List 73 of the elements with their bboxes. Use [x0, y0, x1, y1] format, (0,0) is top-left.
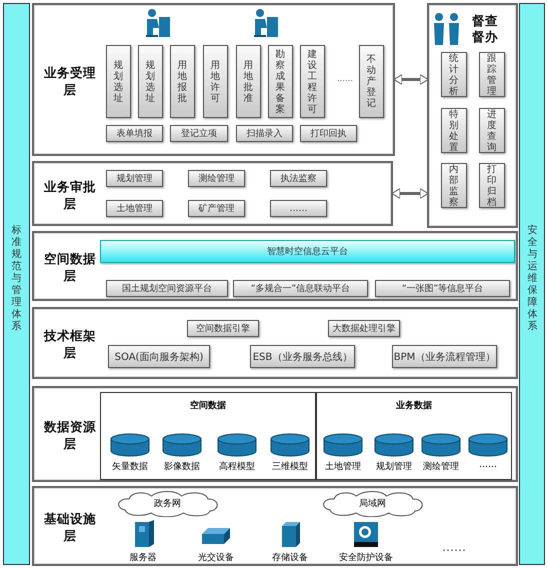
function-box: 矿产管理: [188, 200, 245, 217]
database-label: ……: [478, 460, 498, 470]
network-label: 政务网: [153, 498, 182, 510]
layer-panel: [32, 486, 518, 566]
database-label: 影像数据: [163, 460, 201, 473]
side-bar: [519, 3, 545, 565]
function-box: 规划选址: [138, 45, 163, 118]
layer-title: 数据资源层: [42, 419, 97, 453]
layer-title: 业务受理层: [43, 64, 97, 98]
function-box: SOA(面向服务架构): [108, 345, 210, 368]
double-arrow: [394, 74, 428, 85]
ellipsis-text: ……: [441, 540, 467, 554]
layer-title: 技术框架层: [42, 328, 97, 362]
device-label: 存储设备: [271, 552, 309, 564]
layer-title: 空间数据层: [43, 251, 97, 285]
function-box: 勘察成果备案: [268, 45, 293, 118]
side-bar: [3, 3, 30, 565]
function-box: 跟踪管理: [479, 52, 505, 97]
device-label: 服务器: [128, 552, 158, 564]
layer-title: 督查督办: [471, 13, 499, 45]
function-box: ……: [270, 200, 327, 217]
function-box: 进度查询: [479, 108, 505, 153]
function-box: 不动产登记: [359, 45, 384, 118]
database-label: 高程模型: [218, 460, 256, 473]
function-box: 打印回执: [300, 125, 357, 142]
function-box: BPM（业务流程管理）: [392, 345, 497, 368]
layer-panel: [32, 3, 395, 156]
platform-bar: 智慧时空信息云平台: [100, 240, 515, 263]
function-box: 测绘管理: [188, 170, 245, 187]
function-box: 统计分析: [441, 52, 467, 97]
function-box: 规划管理: [106, 170, 163, 187]
function-box: 表单填报: [106, 125, 163, 142]
function-box: 用地许可: [203, 45, 228, 118]
layer-title: 业务审批层: [43, 178, 97, 212]
device-label: 安全防护设备: [338, 552, 394, 564]
group-title: 业务数据: [395, 399, 433, 412]
database-label: 规划管理: [375, 460, 413, 473]
function-box: 规划选址: [106, 45, 131, 118]
group-title: 空间数据: [189, 399, 227, 412]
function-box: ESB（业务服务总线）: [250, 345, 355, 368]
data-group-box: [100, 392, 316, 480]
layer-panel: [32, 231, 518, 301]
side-bar-label: 标准规范与管理体系: [11, 225, 22, 333]
data-group-box: [316, 392, 512, 480]
network-label: 局域网: [358, 498, 387, 510]
function-box: 土地管理: [106, 200, 163, 217]
function-box: 执法监察: [270, 170, 327, 187]
function-box: 国土规划空间资源平台: [106, 280, 228, 297]
database-label: 测绘管理: [422, 460, 460, 473]
function-box: 大数据处理引擎: [328, 320, 400, 337]
ellipsis-text: ……: [336, 74, 354, 85]
database-label: 矢量数据: [111, 460, 149, 473]
function-box: 用地批准: [236, 45, 261, 118]
function-box: 登记立项: [170, 125, 228, 142]
function-box: 内部监察: [441, 163, 467, 208]
layer-panel: [32, 307, 518, 379]
function-box: 特别处置: [441, 108, 467, 153]
side-bar-label: 安全与运维保障体系: [527, 225, 538, 333]
device-label: 光交设备: [197, 552, 235, 564]
function-box: 建设工程许可: [300, 45, 325, 118]
function-box: 扫描录入: [236, 125, 293, 142]
layer-panel: [32, 161, 393, 226]
function-box: 用地报批: [170, 45, 195, 118]
double-arrow: [392, 188, 428, 199]
function-box: 空间数据引擎: [187, 320, 259, 337]
layer-panel: [32, 386, 518, 482]
database-label: 三维模型: [271, 460, 309, 473]
function-box: “一张图”等信息平台: [375, 280, 510, 297]
database-label: 土地管理: [324, 460, 362, 473]
layer-title: 基础设施层: [43, 511, 97, 545]
supervision-panel: [427, 3, 518, 228]
function-box: “多规合一”信息联动平台: [233, 280, 368, 297]
function-box: 打印归档: [479, 163, 505, 208]
